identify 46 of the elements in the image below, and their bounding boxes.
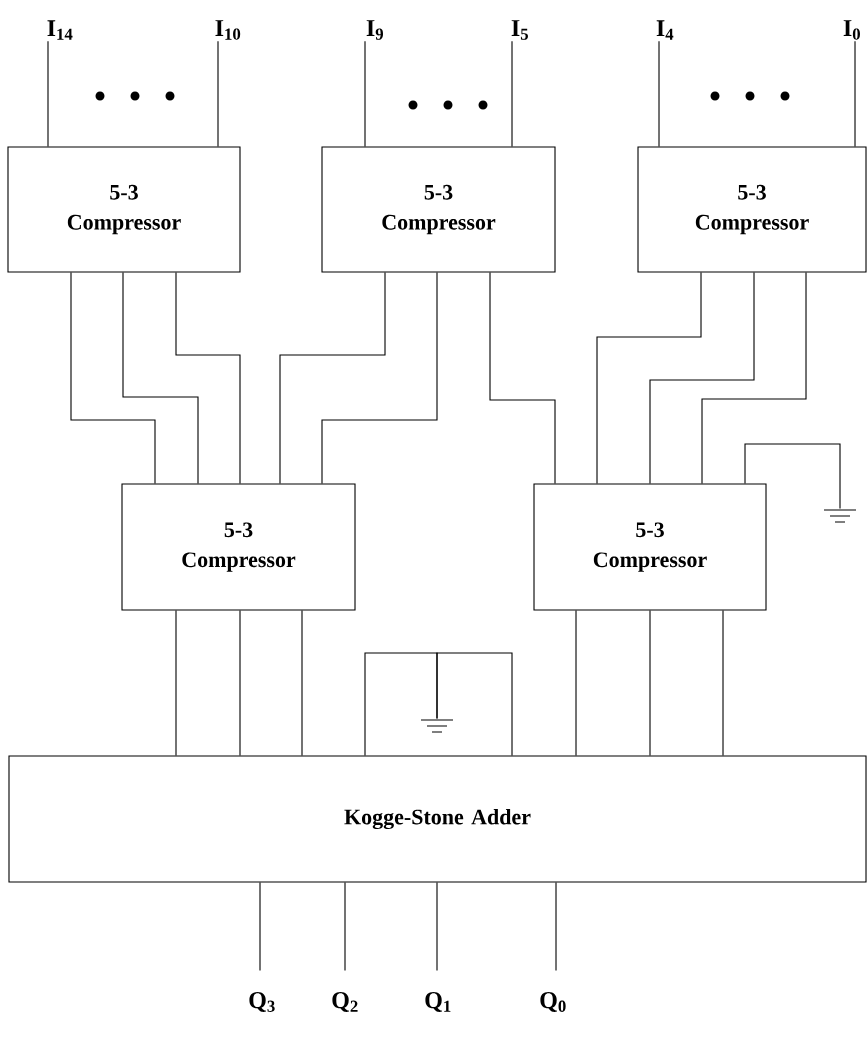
wire bbox=[596, 272, 702, 484]
wire bbox=[239, 610, 241, 756]
wire bbox=[321, 272, 438, 484]
wire bbox=[47, 40, 49, 147]
wire bbox=[344, 882, 346, 972]
wire bbox=[436, 882, 438, 972]
wire bbox=[436, 652, 513, 756]
wire bbox=[649, 272, 755, 484]
wire bbox=[175, 610, 177, 756]
output-label: Q$_{0}$ bbox=[540, 992, 566, 1012]
wire bbox=[301, 610, 303, 756]
compressor-box: 5-3 Compressor bbox=[637, 146, 867, 273]
wire bbox=[722, 610, 724, 756]
wire bbox=[658, 40, 660, 147]
adder-box: Kogge-Stone Adder bbox=[8, 755, 867, 883]
wire bbox=[279, 272, 386, 484]
wire bbox=[364, 40, 366, 147]
wire bbox=[854, 40, 856, 147]
wire bbox=[217, 40, 219, 147]
wire bbox=[649, 610, 651, 756]
wire bbox=[122, 272, 199, 484]
input-label: I$_{4}$ bbox=[656, 20, 674, 40]
output-label: Q$_{1}$ bbox=[425, 992, 451, 1012]
input-label: I$_{10}$ bbox=[215, 20, 241, 40]
compressor-box: 5-3 Compressor bbox=[533, 483, 767, 611]
compressor-box: 5-3 Compressor bbox=[121, 483, 356, 611]
output-label: Q$_{3}$ bbox=[249, 992, 275, 1012]
wire bbox=[511, 40, 513, 147]
input-label: I$_{14}$ bbox=[47, 20, 73, 40]
wire bbox=[575, 610, 577, 756]
input-label: I$_{5}$ bbox=[511, 20, 528, 40]
wire bbox=[701, 272, 807, 484]
wire bbox=[70, 272, 156, 484]
wire bbox=[555, 882, 557, 972]
wire bbox=[489, 272, 556, 484]
input-label: I$_{0}$ bbox=[843, 20, 860, 40]
compressor-box: 5-3 Compressor bbox=[321, 146, 556, 273]
wire bbox=[364, 652, 438, 756]
compressor-box: 5-3 Compressor bbox=[7, 146, 241, 273]
input-label: I$_{9}$ bbox=[366, 20, 383, 40]
wire bbox=[175, 272, 241, 484]
ground-symbol bbox=[823, 509, 857, 523]
wire bbox=[259, 882, 261, 972]
wire bbox=[744, 443, 841, 509]
output-label: Q$_{2}$ bbox=[332, 992, 358, 1012]
ground-symbol bbox=[420, 719, 454, 733]
